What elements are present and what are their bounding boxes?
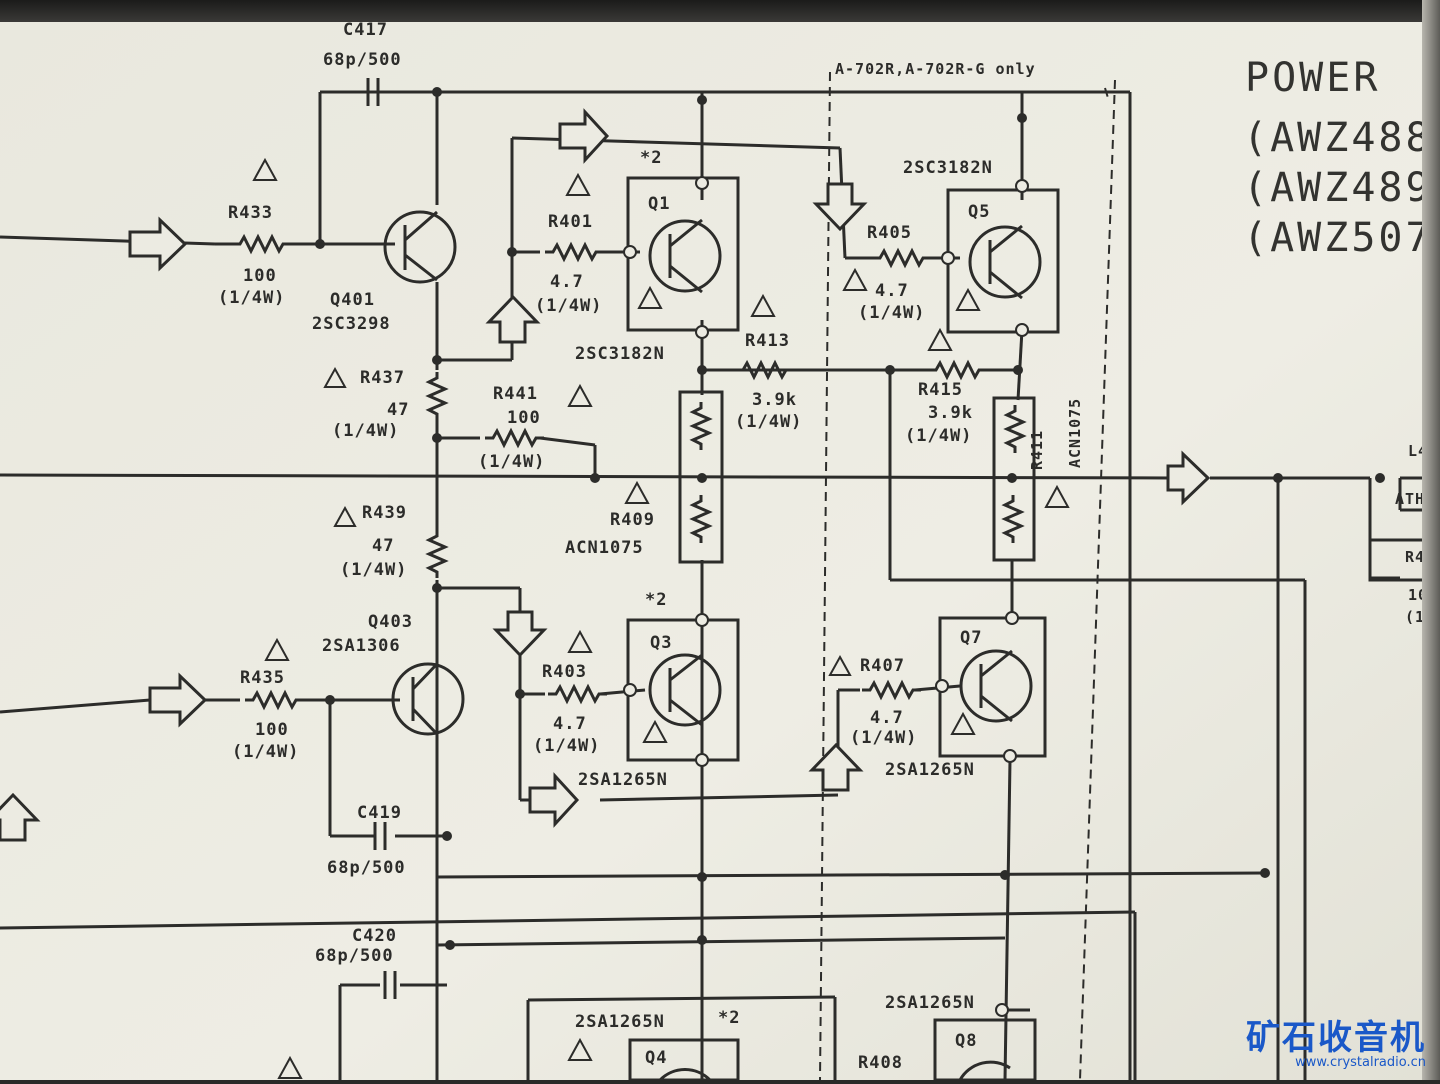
q1-mark: *2 — [640, 150, 662, 167]
r435-value: 100 — [255, 722, 289, 739]
r441-power: (1/4W) — [478, 454, 545, 471]
c417-value: 68p/500 — [323, 52, 402, 69]
q1-ref: Q1 — [648, 196, 670, 213]
r439-power: (1/4W) — [340, 562, 407, 579]
r411-ref: R411 — [1030, 430, 1045, 470]
q3-mark: *2 — [645, 592, 667, 609]
r407-value: 4.7 — [870, 710, 904, 727]
q1-part: 2SC3182N — [575, 346, 665, 363]
r407-ref: R407 — [860, 658, 905, 675]
q401-ref: Q401 — [330, 292, 375, 309]
c420-ref: C420 — [352, 928, 397, 945]
c419-value: 68p/500 — [327, 860, 406, 877]
model-line-2: (AWZ489 — [1243, 168, 1433, 208]
r439-ref: R439 — [362, 505, 407, 522]
r437-value: 47 — [387, 402, 409, 419]
c419-ref: C419 — [357, 805, 402, 822]
q8-ref: Q8 — [955, 1033, 977, 1050]
r413-value: 3.9k — [752, 392, 797, 409]
c417-ref: C417 — [343, 22, 388, 39]
r413-ref: R413 — [745, 333, 790, 350]
q8-part: 2SA1265N — [885, 995, 975, 1012]
r435-ref: R435 — [240, 670, 285, 687]
r437-power: (1/4W) — [332, 423, 399, 440]
model-line-1: (AWZ488 — [1243, 118, 1433, 158]
monitor-bezel-right — [1422, 0, 1440, 1080]
q7-ref: Q7 — [960, 630, 982, 647]
q4-ref: Q4 — [645, 1050, 667, 1067]
q5-ref: Q5 — [968, 204, 990, 221]
r401-value: 4.7 — [550, 274, 584, 291]
r401-power: (1/4W) — [535, 298, 602, 315]
r407-power: (1/4W) — [850, 730, 917, 747]
r433-value: 100 — [243, 268, 277, 285]
r401-ref: R401 — [548, 214, 593, 231]
q403-part: 2SA1306 — [322, 638, 401, 655]
watermark-text: 矿石收音机 — [1246, 1010, 1426, 1059]
r405-power: (1/4W) — [858, 305, 925, 322]
r405-ref: R405 — [867, 225, 912, 242]
q403-ref: Q403 — [368, 614, 413, 631]
r435-power: (1/4W) — [232, 744, 299, 761]
r415-value: 3.9k — [928, 405, 973, 422]
r437-ref: R437 — [360, 370, 405, 387]
r411-part: ACN1075 — [1068, 398, 1083, 468]
r409-part: ACN1075 — [565, 540, 644, 557]
c420-value: 68p/500 — [315, 948, 394, 965]
q7-part: 2SA1265N — [885, 762, 975, 779]
r409-ref: R409 — [610, 512, 655, 529]
r439-value: 47 — [372, 538, 394, 555]
q401-part: 2SC3298 — [312, 316, 391, 333]
r433-ref: R433 — [228, 205, 273, 222]
r403-ref: R403 — [542, 664, 587, 681]
r415-ref: R415 — [918, 382, 963, 399]
q5-part: 2SC3182N — [903, 160, 993, 177]
r441-value: 100 — [507, 410, 541, 427]
diagram-title: POWER — [1245, 58, 1380, 98]
r403-value: 4.7 — [553, 716, 587, 733]
r441-ref: R441 — [493, 386, 538, 403]
r433-power: (1/4W) — [218, 290, 285, 307]
watermark: 矿石收音机 www.crystalradio.cn — [1246, 1010, 1426, 1070]
region-note: A-702R,A-702R-G only — [835, 62, 1036, 77]
q4-part: 2SA1265N — [575, 1014, 665, 1031]
r413-power: (1/4W) — [735, 414, 802, 431]
model-line-3: (AWZ507 — [1243, 218, 1433, 258]
monitor-bezel-top — [0, 0, 1440, 22]
r408-ref: R408 — [858, 1055, 903, 1072]
q4-mark: *2 — [718, 1010, 740, 1027]
r403-power: (1/4W) — [533, 738, 600, 755]
r405-value: 4.7 — [875, 283, 909, 300]
r415-power: (1/4W) — [905, 428, 972, 445]
q3-part: 2SA1265N — [578, 772, 668, 789]
q3-ref: Q3 — [650, 635, 672, 652]
